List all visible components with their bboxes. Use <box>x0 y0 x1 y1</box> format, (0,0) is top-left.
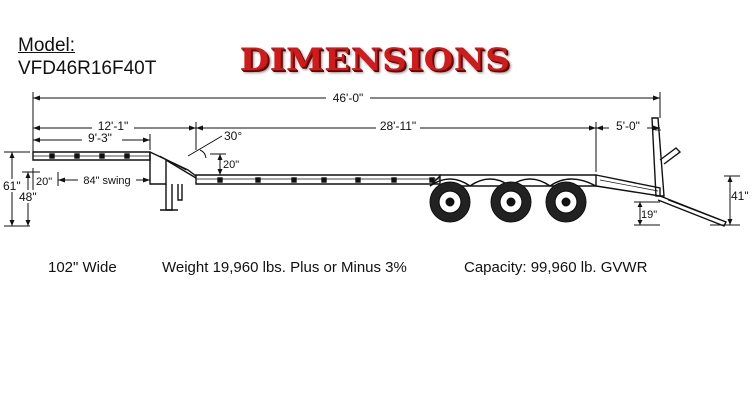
neck-deck-height-dimension: 20" <box>32 168 52 190</box>
gooseneck-deck-dimension: 9'-3" <box>33 131 151 150</box>
dovetail-rise-label: 41" <box>731 189 749 203</box>
dovetail-rise-dimension: 41" <box>710 175 749 226</box>
kingpin-height-dimension: 48" <box>17 171 40 226</box>
neck-angle-label: 30° <box>224 129 242 143</box>
gooseneck-deck-label: 9'-3" <box>88 131 112 145</box>
swing-radius-label: 84" swing <box>83 175 130 187</box>
spec-capacity: Capacity: 99,960 lb. GVWR <box>464 259 648 276</box>
gooseneck-height-dimension: 61" <box>1 151 30 227</box>
dovetail-length-label: 5'-0" <box>616 119 640 133</box>
spec-width: 102" Wide <box>48 259 117 276</box>
overall-length-dimension: 46'-0" <box>32 90 661 152</box>
dovetail-ramps <box>651 117 727 227</box>
dovetail-tail-height-dimension: 19" <box>634 201 660 226</box>
model-label: Model: <box>18 35 76 56</box>
wheels <box>429 181 587 223</box>
gooseneck-length-dimension: 12'-1" <box>33 119 197 150</box>
neck-deck-height-label: 20" <box>36 176 52 188</box>
neck-angle-dimension: 30° <box>187 129 242 159</box>
overall-length-label: 46'-0" <box>333 91 364 105</box>
model-number: VFD46R16F40T <box>18 58 157 79</box>
neck-drop-dimension: 20" <box>210 153 239 175</box>
trailer-frame <box>32 151 661 211</box>
kingpin-height-label: 48" <box>19 190 37 204</box>
swing-radius-dimension: 84" swing <box>57 172 150 187</box>
wheel-front <box>429 181 471 223</box>
neck-drop-label: 20" <box>223 159 239 171</box>
gooseneck-length-label: 12'-1" <box>98 119 129 133</box>
wheel-middle <box>490 181 532 223</box>
dovetail-length-dimension: 5'-0" <box>596 119 660 133</box>
main-deck-dimension: 28'-11" <box>196 119 597 172</box>
spec-weight: Weight 19,960 lbs. Plus or Minus 3% <box>162 259 407 276</box>
wheel-rear <box>545 181 587 223</box>
dovetail-tail-height-label: 19" <box>641 209 657 221</box>
main-deck-label: 28'-11" <box>380 119 416 133</box>
gooseneck-height-label: 61" <box>3 179 21 193</box>
